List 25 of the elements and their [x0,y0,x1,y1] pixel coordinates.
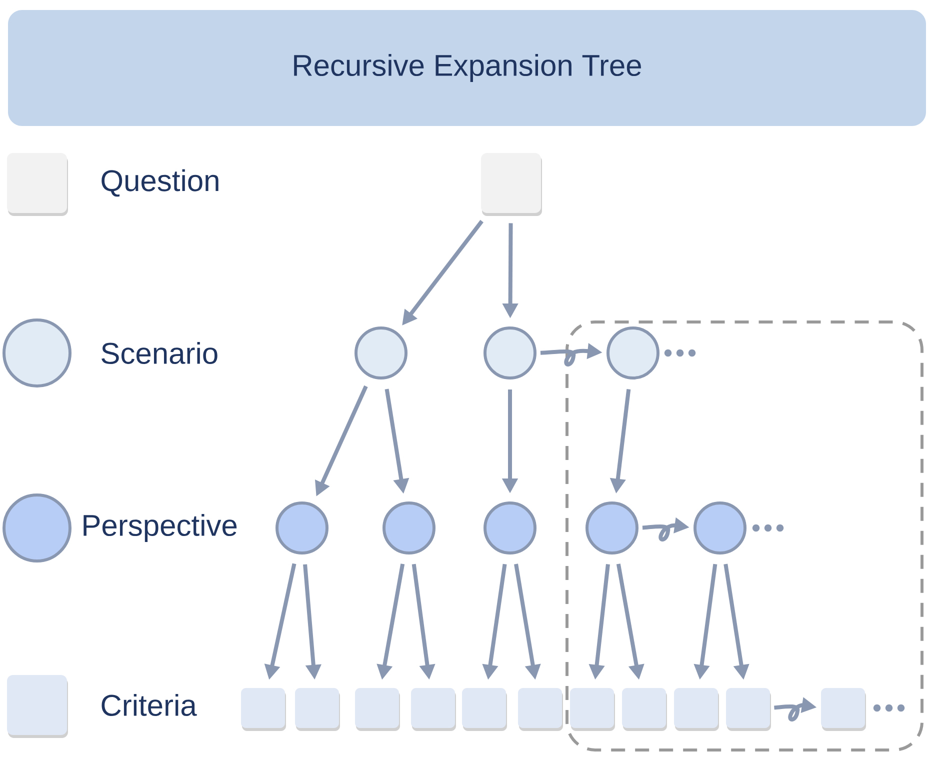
square-node [821,688,866,731]
square-node [622,688,667,731]
circle-node [276,501,328,554]
circle-node [382,501,436,554]
circle-node [354,326,408,380]
circle-node [586,501,638,554]
square-node [241,688,286,731]
circle-node [606,326,660,380]
square-node [462,688,507,731]
legend-label: Question [102,169,218,197]
title-band: Recursive Expansion Tree [8,10,926,126]
legend-label: Criteria [102,694,197,716]
circle-node [484,326,536,380]
legend-label: Perspective [84,514,237,542]
circle-node [694,501,746,554]
legend-label: Scenario [102,342,218,364]
square-node [518,688,563,731]
circle-node [484,501,536,554]
square-node [570,688,615,731]
square-node [674,688,719,731]
square-node [355,688,400,731]
square-node [481,153,542,216]
square-node [726,688,771,731]
square-node [411,688,456,731]
square-node [295,688,340,731]
